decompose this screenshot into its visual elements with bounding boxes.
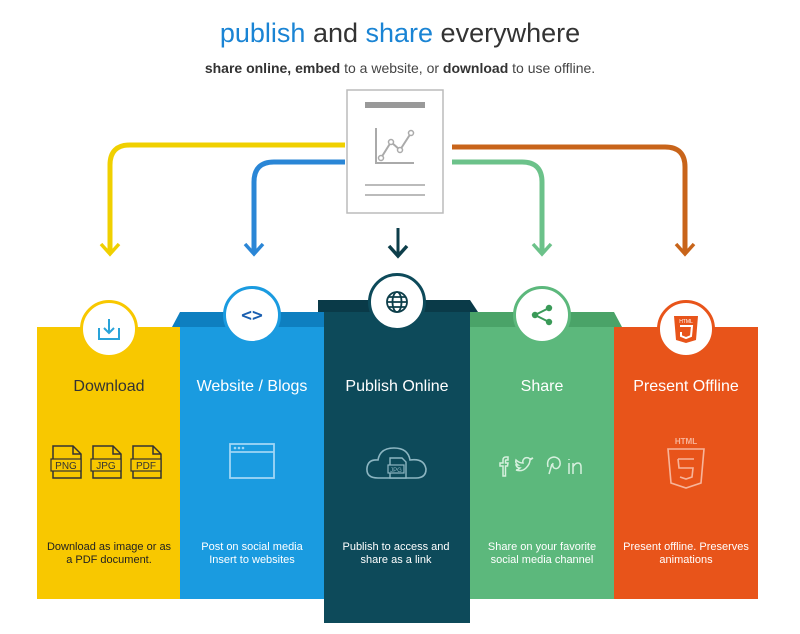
social-icons [470, 454, 614, 478]
badge-png: PNG [55, 461, 77, 472]
download-circle [80, 300, 138, 358]
offline-circle: HTML [657, 300, 715, 358]
card-description: Download as image or as a PDF document. [46, 541, 172, 566]
arrow-share [452, 159, 545, 252]
arrowhead-website-icon [243, 242, 265, 257]
pinterest-icon [546, 456, 561, 475]
page-title: publish and share everywhere [0, 18, 800, 49]
subtitle-part: download [442, 60, 509, 76]
html-label: HTML [675, 437, 697, 446]
arrow-website [251, 159, 345, 252]
cloud-icon-box: JPG [324, 442, 470, 486]
share-circle [513, 286, 571, 344]
social-icons-row [499, 456, 582, 477]
document-icon [346, 89, 444, 214]
html5-badge-icon: HTML [674, 316, 698, 343]
globe-icon [386, 291, 408, 313]
card-label: Publish Online [345, 378, 449, 395]
card-description: Share on your favorite social media chan… [487, 541, 597, 566]
card-offline[interactable]: HTML Present Offline HTML Present offlin… [614, 300, 758, 599]
arrow-offline [452, 144, 688, 252]
subtitle-part: share online, [204, 60, 292, 76]
card-publish[interactable]: Publish Online JPG Publish to access and… [324, 273, 470, 623]
page-subtitle: share online, embed to a website, or dow… [0, 60, 800, 76]
title-part: and [305, 18, 366, 48]
arrowhead-download-icon [99, 242, 121, 257]
facebook-icon [499, 456, 509, 477]
website-circle: <> [223, 286, 281, 344]
card-description: Publish to access and share as a link [342, 541, 450, 566]
title-part: everywhere [433, 18, 581, 48]
card-share[interactable]: Share Share on your favorite social medi… [470, 286, 614, 599]
subtitle-part: to a website, or [340, 60, 443, 76]
cloud-badge: JPG [390, 468, 402, 474]
file-icons: PNG JPG PDF [37, 442, 181, 482]
subtitle-part: to use offline. [508, 60, 596, 76]
card-download[interactable]: Download PNG JPG PDF Download as image o… [37, 300, 181, 599]
card-label: Present Offline [633, 378, 739, 395]
subtitle-part: embed [295, 60, 341, 76]
card-label: Website / Blogs [196, 378, 308, 395]
arrowhead-publish-icon [387, 244, 409, 259]
title-part: publish [219, 18, 306, 48]
html5-icon-box: HTML [614, 435, 758, 491]
badge-pdf: PDF [136, 461, 156, 472]
download-icon [98, 319, 120, 340]
arrowhead-share-icon [531, 242, 553, 257]
badge-jpg: JPG [96, 461, 116, 472]
title-part: share [365, 18, 434, 48]
publish-circle [368, 273, 426, 331]
html5-badge-text: HTML [679, 319, 693, 325]
linkedin-icon [568, 459, 582, 474]
twitter-icon [514, 456, 534, 472]
html5-icon: HTML [667, 437, 705, 489]
card-description: Post on social media Insert to websites [201, 541, 303, 566]
arrowhead-offline-icon [674, 242, 696, 257]
code-icon: <> [241, 304, 263, 326]
card-label: Share [520, 378, 564, 395]
card-website[interactable]: <> Website / Blogs Post on social media … [180, 286, 324, 599]
card-label: Download [73, 378, 145, 395]
browser-window-icon [229, 443, 275, 479]
file-type-icons: PNG JPG PDF [50, 445, 162, 479]
share-icon [531, 304, 553, 326]
arrow-download [107, 142, 345, 252]
cloud-upload-icon: JPG [366, 447, 427, 479]
card-description: Present offline. Preserves animations [623, 541, 749, 566]
browser-icon-box [180, 442, 324, 480]
